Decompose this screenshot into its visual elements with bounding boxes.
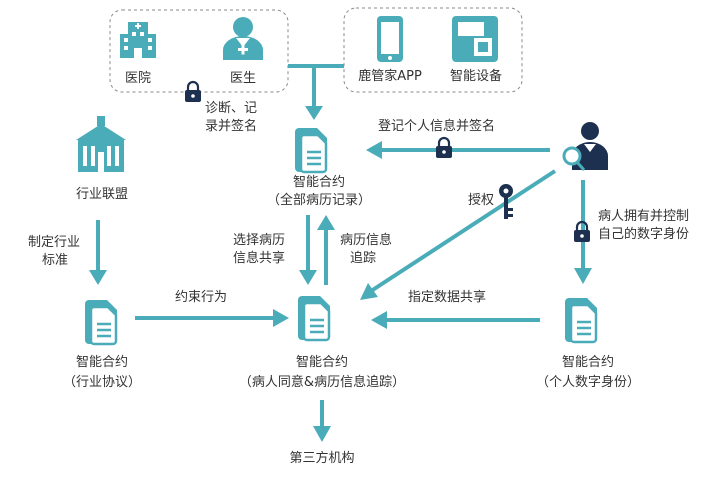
arrow-head — [371, 311, 387, 329]
track-label-1: 病历信息 — [340, 233, 393, 248]
building-icon — [76, 116, 126, 172]
industry-contract-subtitle: （行业协议） — [62, 375, 142, 390]
lock-icon — [434, 136, 454, 160]
consent-contract-subtitle: （病人同意&病历信息追踪） — [238, 375, 406, 390]
phone-icon — [377, 16, 403, 62]
key-icon — [499, 184, 513, 219]
arrow-head — [299, 270, 317, 285]
patient-control-label-2: 自己的数字身份 — [598, 227, 690, 242]
hospital-label: 医院 — [124, 71, 152, 86]
patient-icon — [562, 122, 608, 171]
document-icon — [563, 296, 599, 344]
patient-control-label-1: 病人拥有并控制 — [598, 209, 690, 224]
consent-contract-title: 智能合约 — [295, 355, 349, 370]
app-label: 鹿管家APP — [358, 69, 422, 84]
select-share-label-2: 信息共享 — [233, 251, 286, 266]
document-icon — [83, 298, 119, 346]
arrow-head — [89, 270, 107, 285]
document-icon — [296, 294, 332, 342]
industry-alliance-label: 行业联盟 — [75, 187, 129, 202]
identity-contract-title: 智能合约 — [561, 355, 615, 370]
device-icon — [452, 16, 498, 62]
arrow-head — [313, 426, 331, 442]
arrow-head — [574, 268, 592, 284]
identity-contract-subtitle: （个人数字身份） — [535, 375, 641, 390]
full-record-title: 智能合约 — [292, 175, 346, 190]
standard-label-1: 制定行业 — [28, 235, 81, 250]
standard-label-2: 标准 — [42, 253, 69, 268]
arrow-head — [360, 283, 378, 300]
document-icon — [293, 126, 329, 174]
constrain-label: 约束行为 — [175, 290, 228, 305]
doctor-icon — [223, 17, 263, 60]
lock-icon — [183, 80, 203, 104]
diagnosis-sign-label-1: 诊断、记 — [205, 101, 258, 116]
authorize-arrow — [366, 169, 557, 295]
data-share-label: 指定数据共享 — [408, 290, 487, 305]
arrow-head — [305, 106, 323, 120]
third-party-label: 第三方机构 — [289, 451, 355, 466]
track-label-2: 追踪 — [350, 251, 377, 266]
doctor-label: 医生 — [229, 71, 257, 86]
register-info-label: 登记个人信息并签名 — [378, 119, 496, 134]
device-label: 智能设备 — [449, 69, 503, 84]
full-record-subtitle: （全部病历记录） — [266, 193, 372, 208]
industry-contract-title: 智能合约 — [75, 355, 129, 370]
authorize-label: 授权 — [468, 193, 495, 208]
diagnosis-sign-label-2: 录并签名 — [205, 119, 258, 134]
arrow-head — [273, 309, 289, 327]
select-share-label-1: 选择病历 — [233, 233, 286, 248]
arrow-head — [317, 215, 335, 230]
arrow-head — [366, 141, 382, 159]
hospital-icon — [120, 22, 156, 58]
